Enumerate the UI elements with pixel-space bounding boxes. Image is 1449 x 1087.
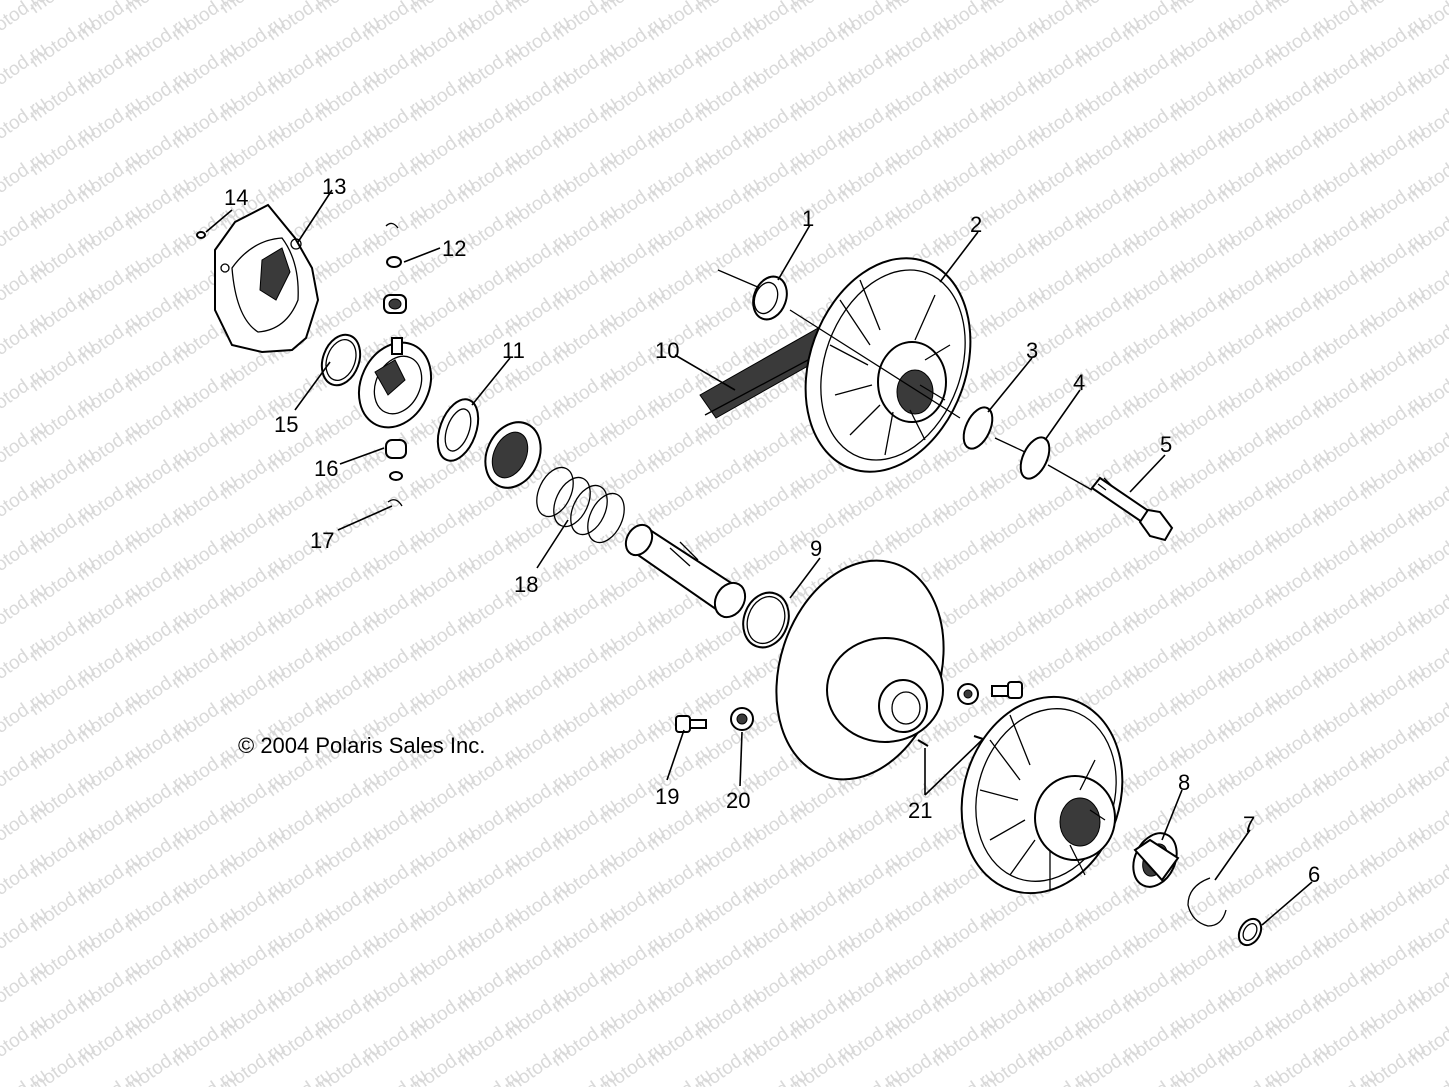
callout-17: 17 [310,528,334,553]
callout-13: 13 [322,174,346,199]
callout-20: 20 [726,788,750,813]
watermark-text: motod.ru [0,579,51,639]
callout-18: 18 [514,572,538,597]
watermark-text: motod.ru [0,201,51,261]
watermark-text: motod.ru [0,309,51,369]
watermark-text: motod.ru [0,471,51,531]
watermark-text: motod.ru [0,363,51,423]
callout-5: 5 [1160,432,1172,457]
watermark-text: motod.ru [0,1011,51,1071]
callout-15: 15 [274,412,298,437]
callout-10: 10 [655,338,679,363]
watermark-text: motod.ru [0,0,51,45]
watermark-text: motod.ru [0,903,51,963]
callout-7: 7 [1243,812,1255,837]
pin-icon [196,231,206,239]
nut-icon [730,707,754,731]
roller-icon [957,683,979,705]
roller-icon [383,294,407,314]
watermark-text: motod.ru [0,795,51,855]
watermark-text: motod.ru [0,633,51,693]
callout-19: 19 [655,784,679,809]
callout-6: 6 [1308,862,1320,887]
callout-9: 9 [810,536,822,561]
callout-16: 16 [314,456,338,481]
callout-12: 12 [442,236,466,261]
watermark-text: motod.ru [0,525,51,585]
callout-3: 3 [1026,338,1038,363]
watermark-text: motod.ru [0,417,51,477]
callout-4: 4 [1073,370,1085,395]
watermark-text: motod.ru [0,687,51,747]
callout-14: 14 [224,185,248,210]
callout-11: 11 [502,338,525,363]
callout-21: 21 [908,798,932,823]
watermark-text: motod.ru [0,147,51,207]
callout-1: 1 [802,206,814,231]
watermark-text: motod.ru [0,741,51,801]
watermark-text: motod.ru [0,849,51,909]
callout-2: 2 [970,212,982,237]
watermark-text: motod.ru [0,957,51,1017]
watermark-text: motod.ru [0,93,51,153]
callout-8: 8 [1178,770,1190,795]
watermark-text: motod.ru [0,255,51,315]
watermark-text: motod.ru [0,39,51,99]
copyright-notice: © 2004 Polaris Sales Inc. [238,733,486,758]
